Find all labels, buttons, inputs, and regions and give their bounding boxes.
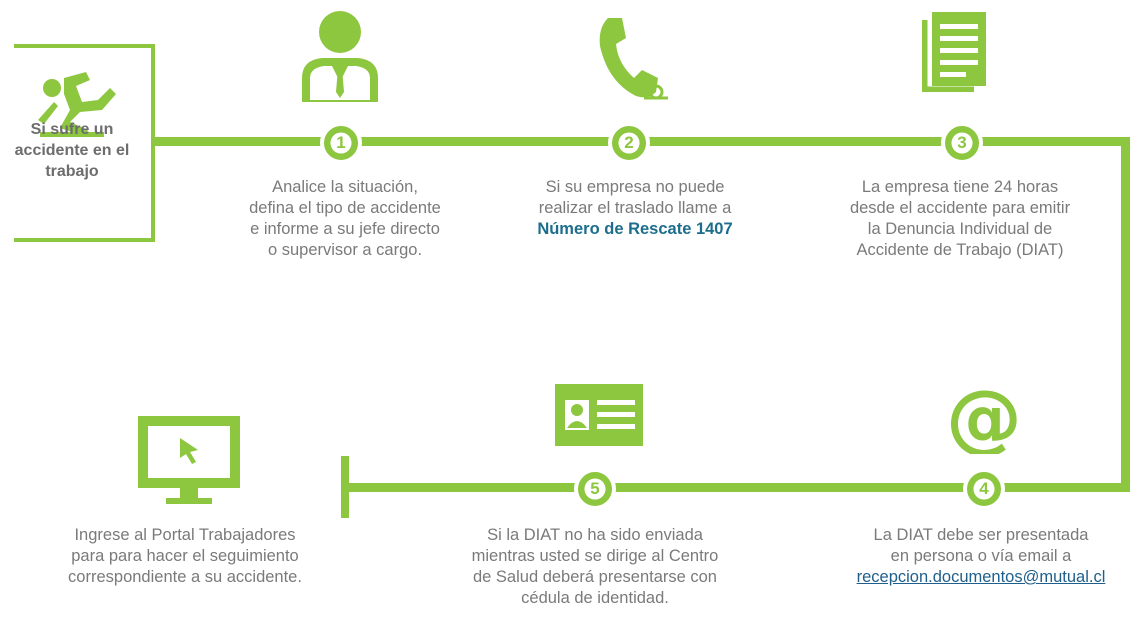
start-label: Si sufre un accidente en el trabajo xyxy=(14,121,130,180)
step-3-marker xyxy=(941,122,983,164)
step-3-number: 3 xyxy=(957,133,967,152)
rescue-number: Número de Rescate 1407 xyxy=(537,220,733,238)
supervisor-person-icon xyxy=(302,11,378,102)
step-4-marker xyxy=(963,468,1005,510)
step-3-description: La empresa tiene 24 horas desde el accid… xyxy=(849,178,1071,259)
step-4-description: La DIAT debe ser presentada en persona o… xyxy=(856,526,1106,586)
at-sign-icon: @ xyxy=(946,384,1022,454)
computer-monitor-icon xyxy=(138,416,240,504)
step-5-number: 5 xyxy=(590,479,600,498)
falling-person-icon xyxy=(38,72,116,137)
step-1-marker xyxy=(320,122,362,164)
step-2-description: Si su empresa no puede realizar el trasl… xyxy=(495,177,775,240)
final-description: Ingrese al Portal Trabajadores para para… xyxy=(68,526,302,586)
step-1-description: Analice la situación, defina el tipo de … xyxy=(249,178,441,259)
connector-right xyxy=(1121,137,1130,492)
svg-text:@: @ xyxy=(946,384,1022,454)
telephone-icon xyxy=(599,18,668,100)
step-2-number: 2 xyxy=(624,133,634,152)
step-5-marker xyxy=(574,468,616,510)
connector-end-cap xyxy=(341,456,349,518)
document-icon xyxy=(922,12,986,92)
step-1-number: 1 xyxy=(336,133,346,152)
step-2-marker xyxy=(608,122,650,164)
connector-bottom xyxy=(347,483,1130,492)
id-card-icon xyxy=(555,384,643,446)
step-4-number: 4 xyxy=(979,479,989,498)
step-5-description: Si la DIAT no ha sido enviada mientras u… xyxy=(471,526,719,607)
email-link[interactable]: recepcion.documentos@mutual.cl xyxy=(856,568,1106,586)
